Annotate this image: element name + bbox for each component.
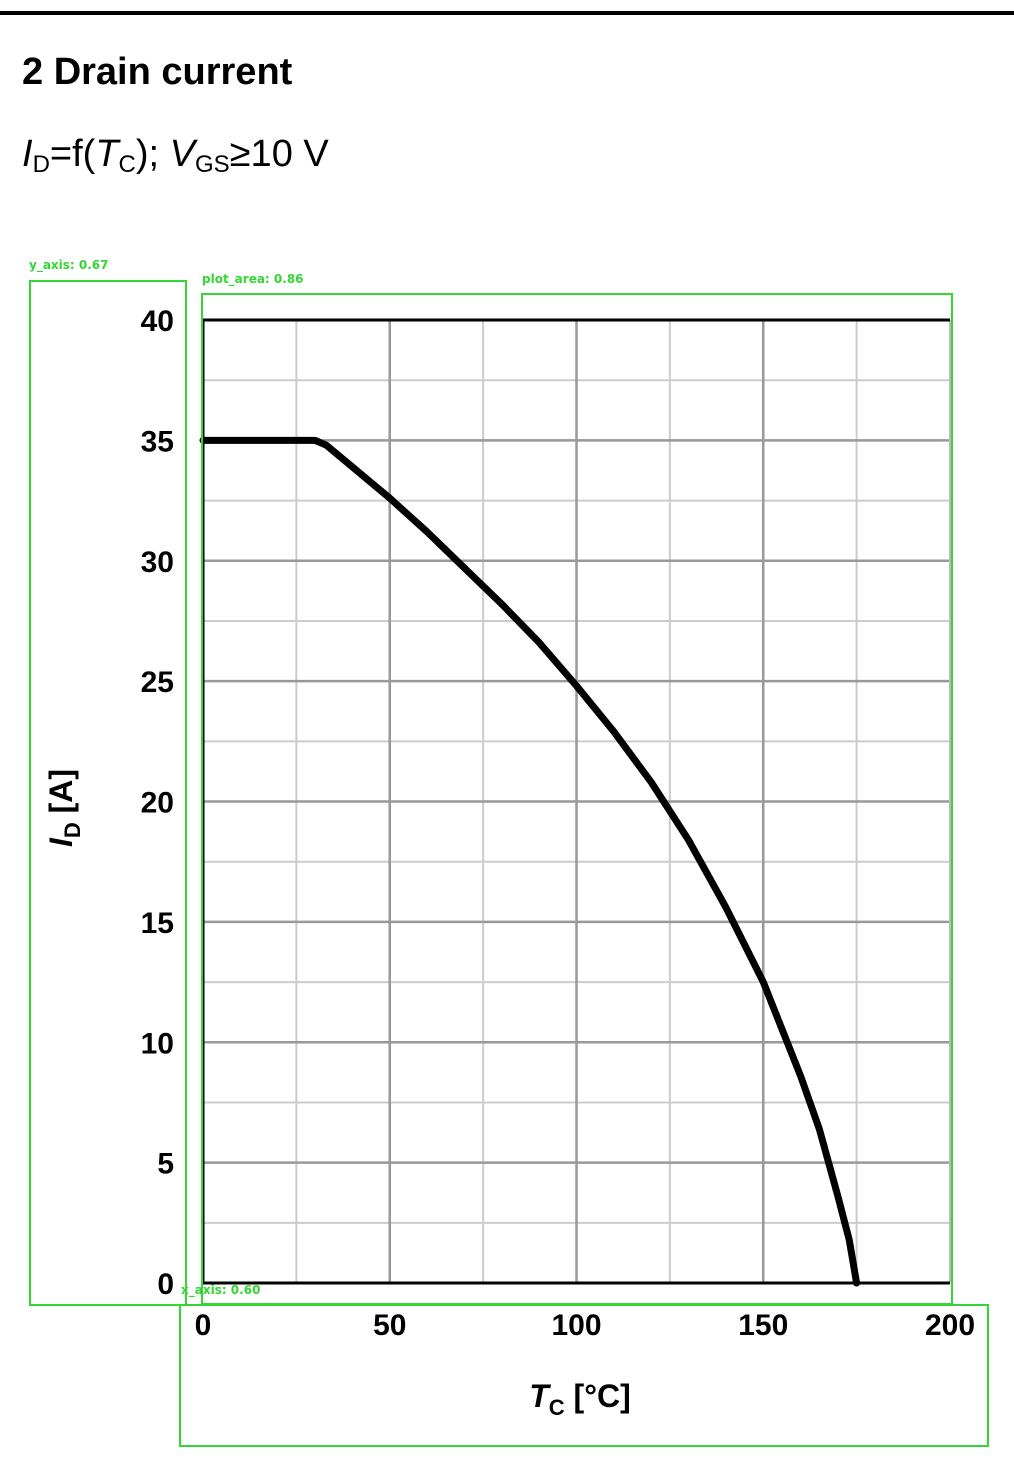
page-title: 2 Drain current <box>22 51 293 93</box>
detection-label-y-axis: y_axis: 0.67 <box>29 258 109 272</box>
detection-box-y-axis <box>29 280 187 1306</box>
y-axis-label: ID [A] <box>43 769 85 847</box>
series-group <box>199 436 861 1287</box>
x-axis-label: TC [°C] <box>529 1378 631 1420</box>
x-tick-label: 200 <box>925 1309 975 1342</box>
y-tick-label: 10 <box>141 1027 174 1060</box>
y-tick-label: 15 <box>141 907 174 940</box>
y-tick-label: 25 <box>141 666 174 699</box>
y-tick-label: 30 <box>141 546 174 579</box>
formula-close: ); <box>135 133 160 175</box>
detection-box-plot-area <box>201 293 953 1305</box>
formula-condition: ≥10 V <box>229 133 329 175</box>
detection-label-plot-area: plot_area: 0.86 <box>202 272 304 286</box>
formula-y-symbol: I <box>22 133 33 175</box>
x-axis-label-symbol: T <box>529 1378 551 1414</box>
y-axis-label-symbol: I <box>43 837 79 847</box>
detection-label-x-axis: x_axis: 0.60 <box>181 1283 261 1297</box>
y-tick-label: 40 <box>141 305 174 338</box>
x-axis-label-sub: C <box>549 1395 565 1420</box>
top-rule <box>0 11 1014 15</box>
y-tick-label: 35 <box>141 425 174 458</box>
chart-formula: ID=f(TC); VGS≥10 V <box>22 130 329 189</box>
formula-v-sub: GS <box>195 151 230 178</box>
y-tick-labels: 0 5 10 15 20 25 30 35 40 <box>141 305 174 1301</box>
y-axis-label-unit: [A] <box>43 769 79 822</box>
y-tick-label: 0 <box>157 1268 174 1301</box>
x-tick-label: 100 <box>551 1309 601 1342</box>
y-tick-label: 5 <box>157 1148 174 1181</box>
formula-y-sub: D <box>32 151 50 178</box>
y-axis-label-sub: D <box>60 822 85 838</box>
detection-box-x-axis <box>179 1304 989 1447</box>
axes <box>201 318 951 1285</box>
y-tick-label: 20 <box>141 787 174 820</box>
x-tick-label: 150 <box>738 1309 788 1342</box>
formula-v-symbol: V <box>169 133 196 175</box>
x-tick-labels: 0 50 100 150 200 <box>195 1309 975 1342</box>
formula-eq: =f( <box>49 133 96 175</box>
series-line-drain-current <box>199 436 861 1287</box>
x-tick-label: 0 <box>195 1309 212 1342</box>
x-axis-label-unit: [°C] <box>565 1378 631 1414</box>
x-tick-label: 50 <box>373 1309 406 1342</box>
formula-x-symbol: T <box>95 133 119 175</box>
formula-x-sub: C <box>118 151 136 178</box>
